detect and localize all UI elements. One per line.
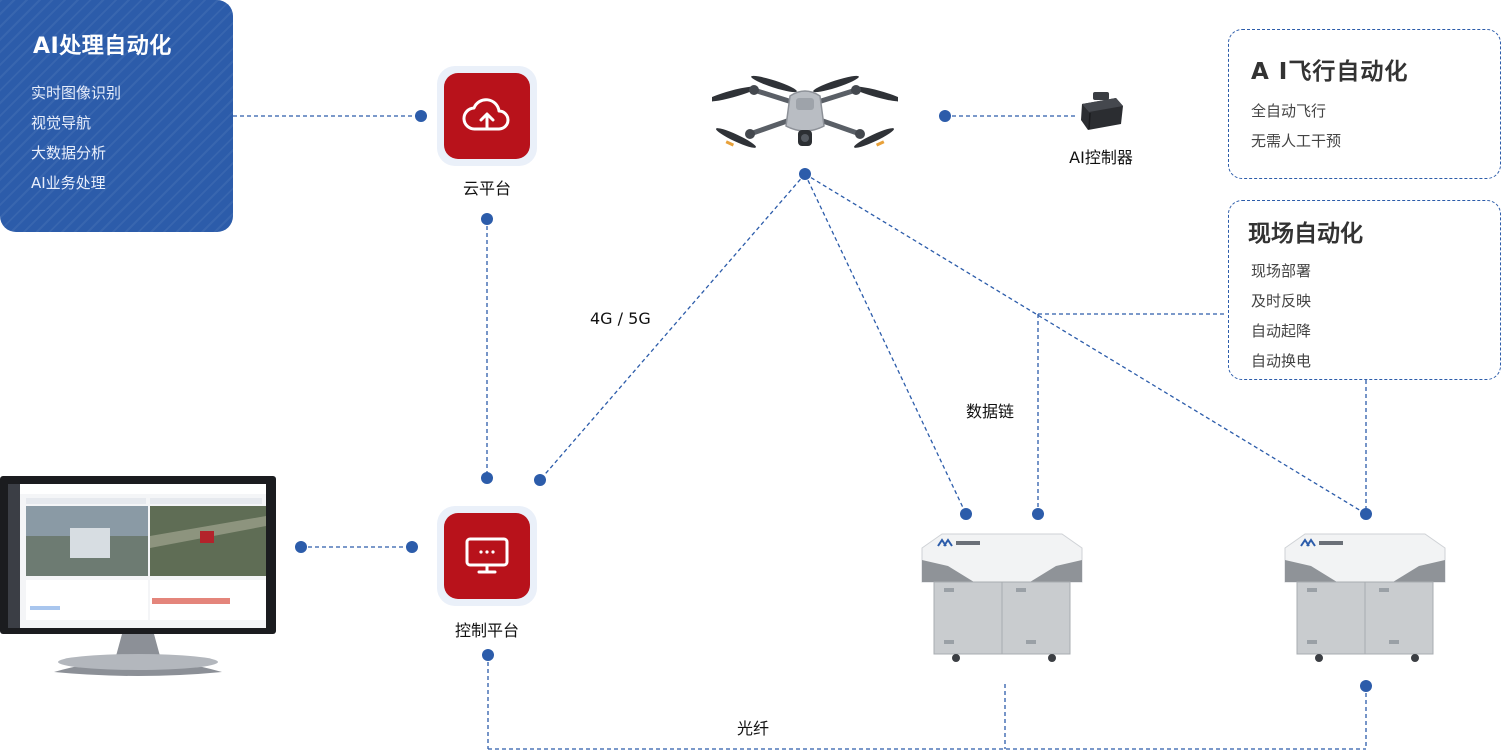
ai-controller-icon: [1081, 92, 1123, 130]
ai-processing-item: 视觉导航: [31, 114, 92, 132]
site-automation-title: 现场自动化: [1248, 221, 1363, 247]
cloud-upload-icon: [462, 98, 510, 131]
site-automation-item: 自动换电: [1251, 352, 1312, 370]
cloud-platform-node: [437, 66, 537, 166]
ai-processing-panel: AI处理自动化 实时图像识别 视觉导航 大数据分析 AI业务处理: [0, 0, 233, 232]
monitor-icon: [465, 537, 509, 574]
network-link-label: 4G / 5G: [590, 309, 651, 328]
ai-controller-label: AI控制器: [1069, 148, 1133, 167]
fiber-link-label: 光纤: [737, 719, 770, 738]
control-platform-label: 控制平台: [454, 621, 520, 640]
ai-processing-item: AI业务处理: [31, 174, 106, 192]
site-automation-item: 自动起降: [1251, 322, 1312, 340]
datalink-label: 数据链: [966, 402, 1015, 421]
site-automation-item: 及时反映: [1251, 292, 1312, 310]
ai-flight-item: 全自动飞行: [1251, 102, 1327, 120]
site-automation-item: 现场部署: [1251, 262, 1312, 280]
ai-processing-item: 实时图像识别: [31, 84, 122, 102]
ai-flight-box: A I飞行自动化 全自动飞行 无需人工干预: [1228, 29, 1501, 179]
site-automation-box: 现场自动化 现场部署 及时反映 自动起降 自动换电: [1228, 200, 1501, 380]
drone-hangar-1: [921, 533, 1083, 662]
ai-flight-title: A I飞行自动化: [1251, 59, 1409, 85]
control-platform-node: [437, 506, 537, 606]
ai-processing-title: AI处理自动化: [33, 34, 172, 59]
monitor-display: [0, 476, 276, 676]
ai-flight-item: 无需人工干预: [1251, 132, 1342, 150]
ai-processing-item: 大数据分析: [31, 144, 107, 162]
drone-hangar-2: [1284, 533, 1446, 662]
cloud-platform-label: 云平台: [462, 179, 512, 198]
drone-icon: [712, 75, 898, 148]
